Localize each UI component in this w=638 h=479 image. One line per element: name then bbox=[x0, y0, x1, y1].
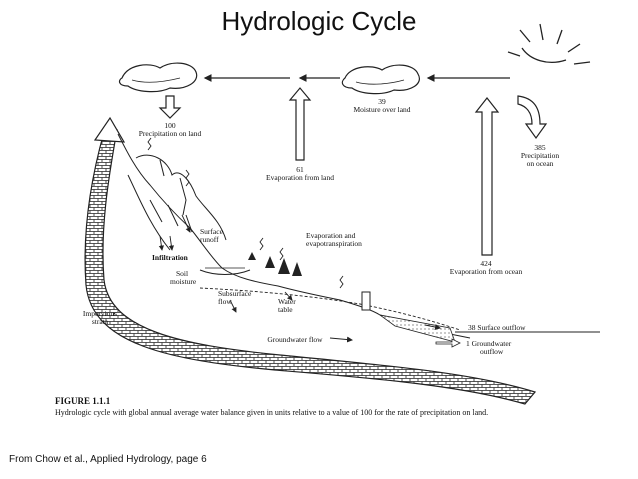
dam-structure bbox=[362, 292, 370, 310]
evaporation-squiggles bbox=[148, 138, 343, 288]
evapotranspiration-label-2: evapotranspiration bbox=[306, 239, 362, 248]
evap-land-arrow bbox=[290, 88, 310, 160]
lake-and-trees bbox=[200, 252, 302, 276]
soil-moisture-label-2: moisture bbox=[170, 277, 197, 286]
evap-land-label: Evaporation from land bbox=[266, 173, 334, 182]
groundwater-flow-arrow bbox=[330, 338, 352, 340]
source-citation: From Chow et al., Applied Hydrology, pag… bbox=[9, 454, 207, 465]
evap-ocean-label: Evaporation from ocean bbox=[450, 267, 523, 276]
sun-icon bbox=[508, 24, 590, 64]
subsurface-label-2: flow bbox=[218, 297, 232, 306]
gw-outflow-label-2: outflow bbox=[480, 347, 504, 356]
figure-caption: Hydrologic cycle with global annual aver… bbox=[55, 408, 488, 417]
precip-land-label: Precipitation on land bbox=[139, 129, 202, 138]
precip-ocean-label-2: on ocean bbox=[527, 159, 554, 168]
impervious-label-2: strata bbox=[92, 317, 109, 326]
mountain-terrain bbox=[118, 134, 470, 338]
figure-number: FIGURE 1.1.1 bbox=[55, 396, 111, 406]
ocean-sediment bbox=[380, 315, 455, 342]
precip-land-arrow bbox=[160, 96, 180, 118]
surface-outflow-label: 38 Surface outflow bbox=[468, 323, 526, 332]
infiltration-label: Infiltration bbox=[152, 253, 189, 262]
evap-ocean-arrow bbox=[476, 98, 498, 255]
moisture-label: Moisture over land bbox=[353, 105, 410, 114]
cloud-right-icon bbox=[342, 65, 419, 94]
surface-runoff-label-2: runoff bbox=[200, 235, 219, 244]
water-table-label-2: table bbox=[278, 305, 293, 314]
groundwater-flow-label: Groundwater flow bbox=[267, 335, 323, 344]
precip-ocean-arrow bbox=[518, 96, 546, 138]
cloud-left-icon bbox=[120, 63, 197, 92]
impervious-arrow-head bbox=[95, 118, 124, 142]
